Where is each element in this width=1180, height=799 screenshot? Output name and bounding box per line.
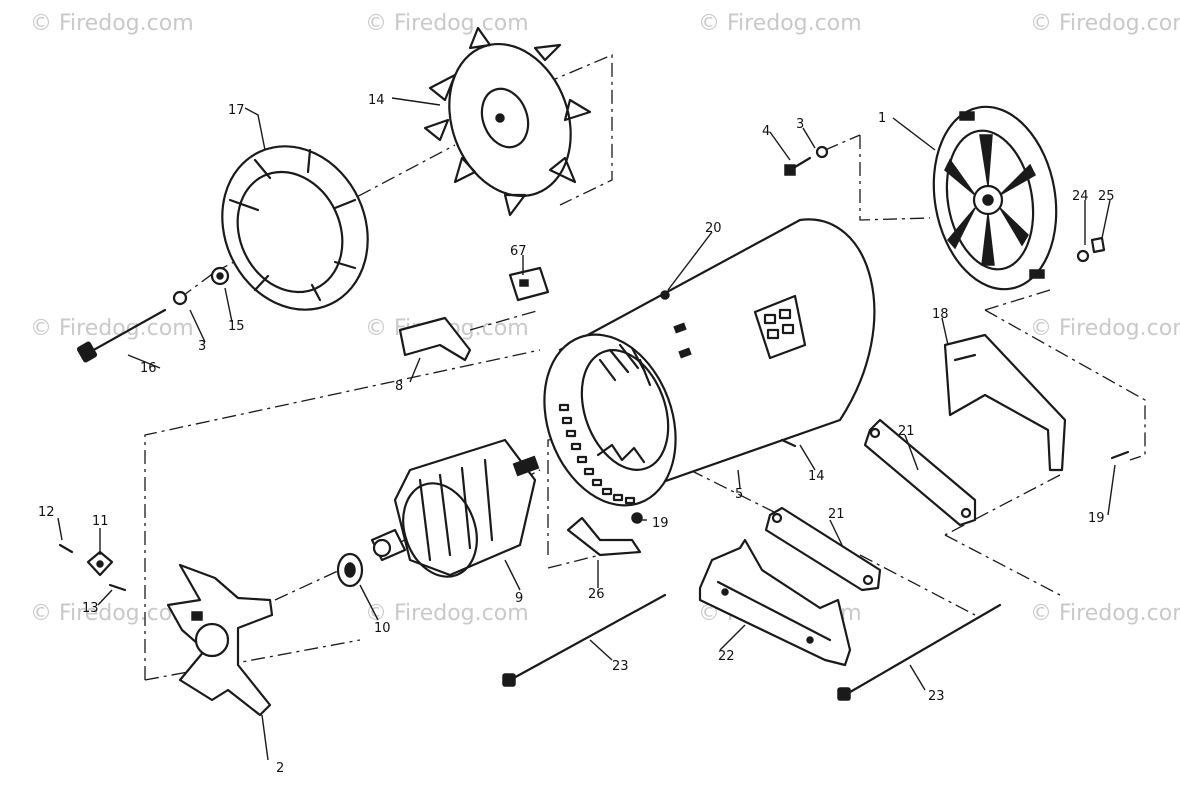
callout-8: 8 [395, 379, 403, 394]
callout-12: 12 [38, 505, 55, 520]
callout-16: 16 [140, 361, 157, 376]
small-screws [631, 438, 1130, 524]
part-8-bracket [398, 316, 472, 362]
callout-26: 26 [588, 587, 605, 602]
part-1-end-bell [932, 105, 1058, 291]
watermark: © Firedog.com [30, 316, 194, 341]
parts-11-12-13 [58, 543, 127, 592]
callout-20: 20 [705, 221, 722, 236]
callout-19-right: 19 [1088, 511, 1105, 526]
callout-5: 5 [735, 487, 743, 502]
callout-21-lower: 21 [828, 507, 845, 522]
fasteners-top-right [784, 145, 1106, 263]
callout-4: 4 [762, 124, 770, 139]
leader-lines [57, 97, 1116, 761]
watermark: © Firedog.com [1030, 601, 1180, 626]
callout-15: 15 [228, 319, 245, 334]
callout-67: 67 [510, 244, 527, 259]
callout-14: 14 [368, 93, 385, 108]
part-16-bolt [76, 266, 230, 363]
nameplate [753, 294, 807, 360]
callout-10: 10 [374, 621, 391, 636]
callout-24: 24 [1072, 189, 1089, 204]
callout-14-small: 14 [808, 469, 825, 484]
callout-13: 13 [82, 601, 99, 616]
part-5-housing [543, 218, 876, 507]
part-21-strap-upper [863, 418, 977, 527]
callout-23-left: 23 [612, 659, 629, 674]
part-21-strap-lower [764, 506, 882, 592]
callout-2: 2 [276, 761, 284, 776]
part-23-bolt-right [837, 603, 1002, 701]
callout-9: 9 [515, 591, 523, 606]
part-67-block [508, 266, 550, 302]
watermark: © Firedog.com [365, 601, 529, 626]
callout-19-center: 19 [652, 516, 669, 531]
callout-22: 22 [718, 649, 735, 664]
part-9-rotor [370, 438, 540, 578]
callout-25: 25 [1098, 189, 1115, 204]
part-26-clip [566, 516, 642, 557]
part-2-star-plate [166, 563, 274, 717]
part-17-shroud [221, 145, 369, 311]
part-22-base [698, 538, 852, 667]
callout-21-upper: 21 [898, 424, 915, 439]
callout-3-top: 3 [796, 117, 804, 132]
callout-23-right: 23 [928, 689, 945, 704]
watermark: © Firedog.com [698, 11, 862, 36]
watermark: © Firedog.com [30, 11, 194, 36]
callout-1: 1 [878, 111, 886, 126]
housing-slots [558, 403, 636, 505]
callout-11: 11 [92, 514, 109, 529]
watermark: © Firedog.com [365, 11, 529, 36]
part-14-fan [423, 26, 592, 217]
watermark: © Firedog.com [30, 601, 194, 626]
watermark: © Firedog.com [1030, 11, 1180, 36]
callout-18: 18 [932, 307, 949, 322]
callout-labels: 17 14 1 4 3 24 25 20 67 3 15 16 8 18 21 … [38, 93, 1115, 776]
callout-3-left: 3 [198, 339, 206, 354]
part-10-bearing [336, 552, 364, 588]
watermark: © Firedog.com [1030, 316, 1180, 341]
watermark-layer: © Firedog.com © Firedog.com © Firedog.co… [30, 11, 1180, 626]
callout-17: 17 [228, 103, 245, 118]
part-23-bolt-left [502, 593, 667, 687]
part-18-bracket [943, 333, 1067, 472]
